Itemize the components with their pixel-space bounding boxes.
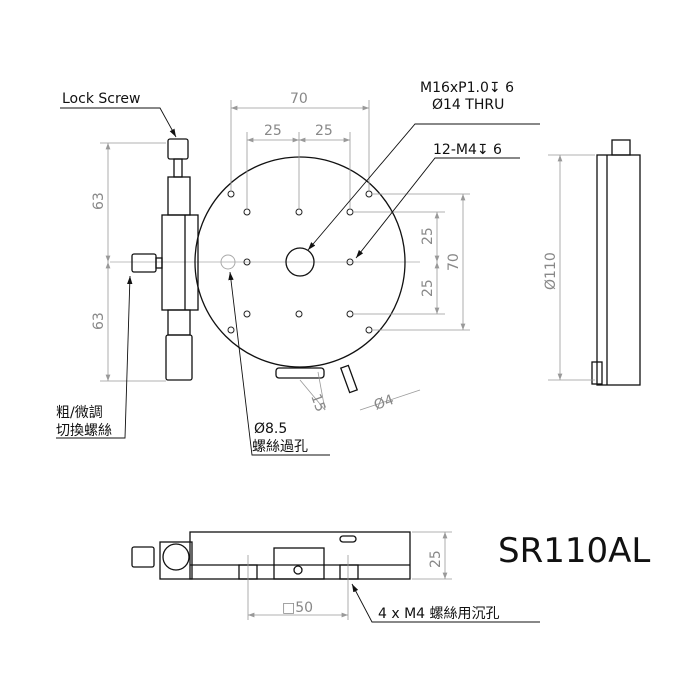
clearance-hole xyxy=(220,254,236,270)
top-view xyxy=(56,100,540,456)
center-thru-label: Ø14 THRU xyxy=(432,97,504,113)
dim-15: 15 xyxy=(307,392,328,414)
dim-25-right-b: 25 xyxy=(420,279,436,297)
dim-d110: Ø110 xyxy=(543,252,559,290)
dim-25-bottom: 25 xyxy=(428,550,444,568)
dim-d4: Ø4 xyxy=(372,392,396,414)
side-view xyxy=(548,139,641,386)
model-title: SR110AL xyxy=(498,531,650,571)
front-view xyxy=(131,531,540,623)
lock-screw-label: Lock Screw xyxy=(62,91,140,107)
coarse-fine-label-2: 切換螺絲 xyxy=(56,423,112,439)
center-hole xyxy=(285,247,315,277)
clear-hole-label-1: Ø8.5 xyxy=(254,421,287,437)
dim-25-top-a: 25 xyxy=(264,123,282,139)
dim-sq50: □50 xyxy=(282,600,313,616)
dim-63-lower: 63 xyxy=(91,312,107,330)
dim-70-right: 70 xyxy=(446,253,462,271)
center-thread-label: M16xP1.0↧ 6 xyxy=(420,80,514,96)
counterbore-label: 4 x M4 螺絲用沉孔 xyxy=(378,606,500,622)
coarse-fine-label-1: 粗/微調 xyxy=(56,405,103,421)
tapped-holes-label: 12-M4↧ 6 xyxy=(433,142,502,158)
clear-hole-label-2: 螺絲過孔 xyxy=(252,439,308,455)
tapped-holes xyxy=(227,190,373,334)
stage-outline xyxy=(194,156,406,368)
pin xyxy=(339,364,359,394)
micrometer xyxy=(131,138,199,381)
dim-70-top: 70 xyxy=(290,91,308,107)
dim-63-upper: 63 xyxy=(91,192,107,210)
dim-25-right-a: 25 xyxy=(420,227,436,245)
dim-25-top-b: 25 xyxy=(315,123,333,139)
